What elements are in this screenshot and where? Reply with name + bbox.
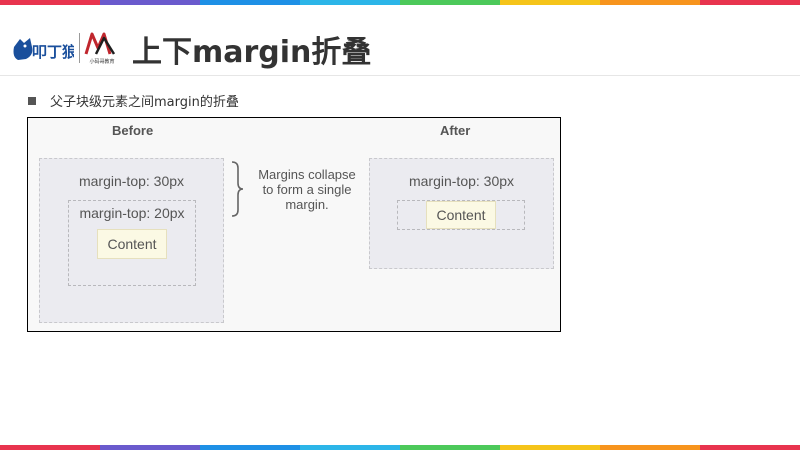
slide-header: 叩丁狼 小码哥教育 上下margin折叠 — [0, 5, 800, 76]
xiaomage-logo: 小码哥教育 — [82, 30, 122, 68]
curly-brace-icon — [231, 161, 244, 217]
page-title: 上下margin折叠 — [132, 35, 372, 70]
after-outer-margin-label: margin-top: 30px — [408, 173, 515, 189]
after-label: After — [440, 123, 471, 138]
note-line-1: Margins collapse — [258, 167, 356, 182]
before-outer-box: margin-top: 30px margin-top: 20px Conten… — [39, 158, 224, 323]
bullet-point: 父子块级元素之间margin的折叠 — [28, 91, 239, 110]
margin-collapse-figure: Before After margin-top: 30px margin-top… — [27, 117, 561, 332]
wolfcode-logo: 叩丁狼 — [13, 38, 74, 61]
bullet-text: 父子块级元素之间margin的折叠 — [50, 95, 239, 110]
before-inner-margin-label: margin-top: 20px — [79, 205, 185, 221]
after-content-box: Content — [426, 201, 496, 229]
note-line-2: to form a single — [262, 182, 352, 197]
logo-divider — [79, 33, 80, 63]
after-inner-box: Content — [397, 200, 525, 230]
before-inner-box: margin-top: 20px Content — [68, 200, 196, 286]
square-bullet-icon — [28, 96, 36, 105]
after-outer-box: margin-top: 30px Content — [369, 158, 554, 269]
before-outer-margin-label: margin-top: 30px — [78, 173, 185, 189]
bottom-color-stripe — [0, 445, 800, 450]
before-content-box: Content — [97, 229, 167, 259]
logo-primary-text: 叩丁狼 — [32, 43, 74, 61]
before-label: Before — [112, 123, 154, 138]
note-line-3: margin. — [285, 197, 329, 212]
logo-secondary-text: 小码哥教育 — [89, 59, 115, 65]
collapse-note: Margins collapse to form a single margin… — [248, 167, 366, 212]
top-color-stripe — [0, 0, 800, 5]
